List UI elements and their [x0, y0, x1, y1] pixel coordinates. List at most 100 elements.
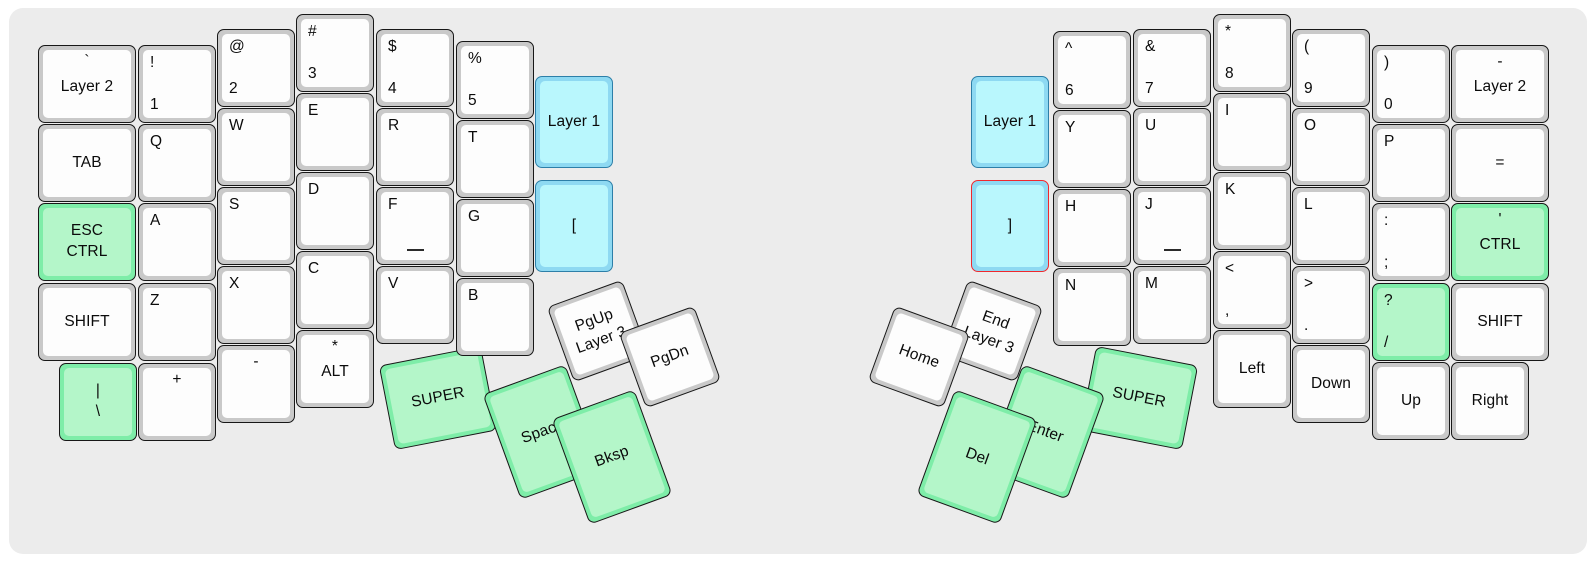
key-legend-base: H [1065, 198, 1077, 215]
key-r-question-slash[interactable]: ?/ [1372, 283, 1450, 361]
key-legend-base: A [150, 212, 161, 229]
key-l-a[interactable]: A [138, 203, 216, 281]
keycap: 'CTRL [1456, 208, 1544, 276]
key-r-gt-period[interactable]: >. [1292, 266, 1370, 344]
key-l-plus[interactable]: + [138, 363, 216, 441]
key-legend-shifted: ( [1304, 38, 1310, 55]
keycap: @2 [222, 34, 290, 102]
key-legend-base: SHIFT [1477, 312, 1523, 330]
key-legend-base: 1 [150, 95, 159, 113]
key-r-y[interactable]: Y [1053, 110, 1131, 188]
key-l-at-2[interactable]: @2 [217, 29, 295, 107]
key-legend-base: E [308, 102, 319, 119]
key-l-t[interactable]: T [456, 120, 534, 198]
key-l-pipe-backslash[interactable]: |\ [59, 363, 137, 441]
key-l-minus[interactable]: - [217, 345, 295, 423]
key-l-w[interactable]: W [217, 108, 295, 186]
key-r-caret-6[interactable]: ^6 [1053, 31, 1131, 109]
key-r-dash-layer2[interactable]: -Layer 2 [1451, 45, 1549, 123]
key-l-excl-1[interactable]: !1 [138, 45, 216, 123]
key-l-q[interactable]: Q [138, 124, 216, 202]
key-legend-base: / [1384, 333, 1389, 351]
key-r-o[interactable]: O [1292, 108, 1370, 186]
keycap: [ [540, 185, 608, 267]
key-l-tab[interactable]: TAB [38, 124, 136, 202]
key-r-layer1[interactable]: Layer 1 [971, 76, 1049, 168]
key-legend-shifted: @ [229, 38, 245, 55]
key-l-r[interactable]: R [376, 108, 454, 186]
keycap: Right [1456, 367, 1524, 435]
key-r-amp-7[interactable]: &7 [1133, 29, 1211, 107]
keycap: |\ [64, 368, 132, 436]
key-r-left[interactable]: Left [1213, 330, 1291, 408]
key-r-star-8[interactable]: *8 [1213, 14, 1291, 92]
keycap: P [1377, 129, 1445, 197]
key-legend-base: F [388, 196, 398, 213]
key-r-colon-semi[interactable]: :; [1372, 203, 1450, 281]
keycap: B [461, 283, 529, 351]
keycap: Down [1297, 350, 1365, 418]
key-l-bracket-left[interactable]: [ [535, 180, 613, 272]
key-r-down[interactable]: Down [1292, 345, 1370, 423]
key-r-lt-comma[interactable]: <, [1213, 251, 1291, 329]
keycap: G [461, 204, 529, 272]
key-l-c[interactable]: C [296, 251, 374, 329]
key-legend-shifted: > [1304, 275, 1314, 292]
key-l-e[interactable]: E [296, 93, 374, 171]
key-legend-base: P [1384, 133, 1395, 150]
key-legend-base: CTRL [1479, 235, 1521, 253]
key-l-layer1[interactable]: Layer 1 [535, 76, 613, 168]
keycap: Z [143, 288, 211, 356]
key-r-i[interactable]: I [1213, 93, 1291, 171]
key-r-paren-9[interactable]: (9 [1292, 29, 1370, 107]
key-r-up[interactable]: Up [1372, 362, 1450, 440]
key-legend-base: R [388, 117, 400, 134]
key-r-m[interactable]: M [1133, 266, 1211, 344]
key-l-grave-layer2[interactable]: `Layer 2 [38, 45, 136, 123]
key-l-b[interactable]: B [456, 278, 534, 356]
key-l-percent-5[interactable]: %5 [456, 41, 534, 119]
key-r-u[interactable]: U [1133, 108, 1211, 186]
key-legend-base: X [229, 275, 240, 292]
key-r-k[interactable]: K [1213, 172, 1291, 250]
key-l-star-alt[interactable]: *ALT [296, 330, 374, 408]
keycap: Layer 1 [976, 81, 1044, 163]
key-r-n[interactable]: N [1053, 268, 1131, 346]
key-r-l[interactable]: L [1292, 187, 1370, 265]
homing-bar-icon [1164, 249, 1181, 251]
key-legend-shifted: ! [150, 54, 155, 71]
key-l-x[interactable]: X [217, 266, 295, 344]
key-legend-base: Down [1310, 374, 1352, 392]
key-r-paren-0[interactable]: )0 [1372, 45, 1450, 123]
key-l-dollar-4[interactable]: $4 [376, 29, 454, 107]
key-r-h[interactable]: H [1053, 189, 1131, 267]
key-r-j[interactable]: J [1133, 187, 1211, 265]
key-r-shift[interactable]: SHIFT [1451, 283, 1549, 361]
key-l-g[interactable]: G [456, 199, 534, 277]
key-l-s[interactable]: S [217, 187, 295, 265]
key-r-bracket-right[interactable]: ] [971, 180, 1049, 272]
keycap: -Layer 2 [1456, 50, 1544, 118]
key-r-equals[interactable]: = [1451, 124, 1549, 202]
keycap: Q [143, 129, 211, 197]
key-l-z[interactable]: Z [138, 283, 216, 361]
key-l-d[interactable]: D [296, 172, 374, 250]
keycap: $4 [381, 34, 449, 102]
key-legend-base: 6 [1065, 81, 1074, 99]
key-legend-base: |\ [95, 382, 101, 420]
keycap: :; [1377, 208, 1445, 276]
key-r-quote-ctrl[interactable]: 'CTRL [1451, 203, 1549, 281]
key-r-right[interactable]: Right [1451, 362, 1529, 440]
key-legend-base: Layer 1 [983, 112, 1037, 130]
key-l-hash-3[interactable]: #3 [296, 14, 374, 92]
key-l-shift[interactable]: SHIFT [38, 283, 136, 361]
key-l-f[interactable]: F [376, 187, 454, 265]
key-r-p[interactable]: P [1372, 124, 1450, 202]
keycap: L [1297, 192, 1365, 260]
keycap: J [1138, 192, 1206, 260]
key-legend-base: V [388, 275, 399, 292]
keycap: = [1456, 129, 1544, 197]
key-l-v[interactable]: V [376, 266, 454, 344]
